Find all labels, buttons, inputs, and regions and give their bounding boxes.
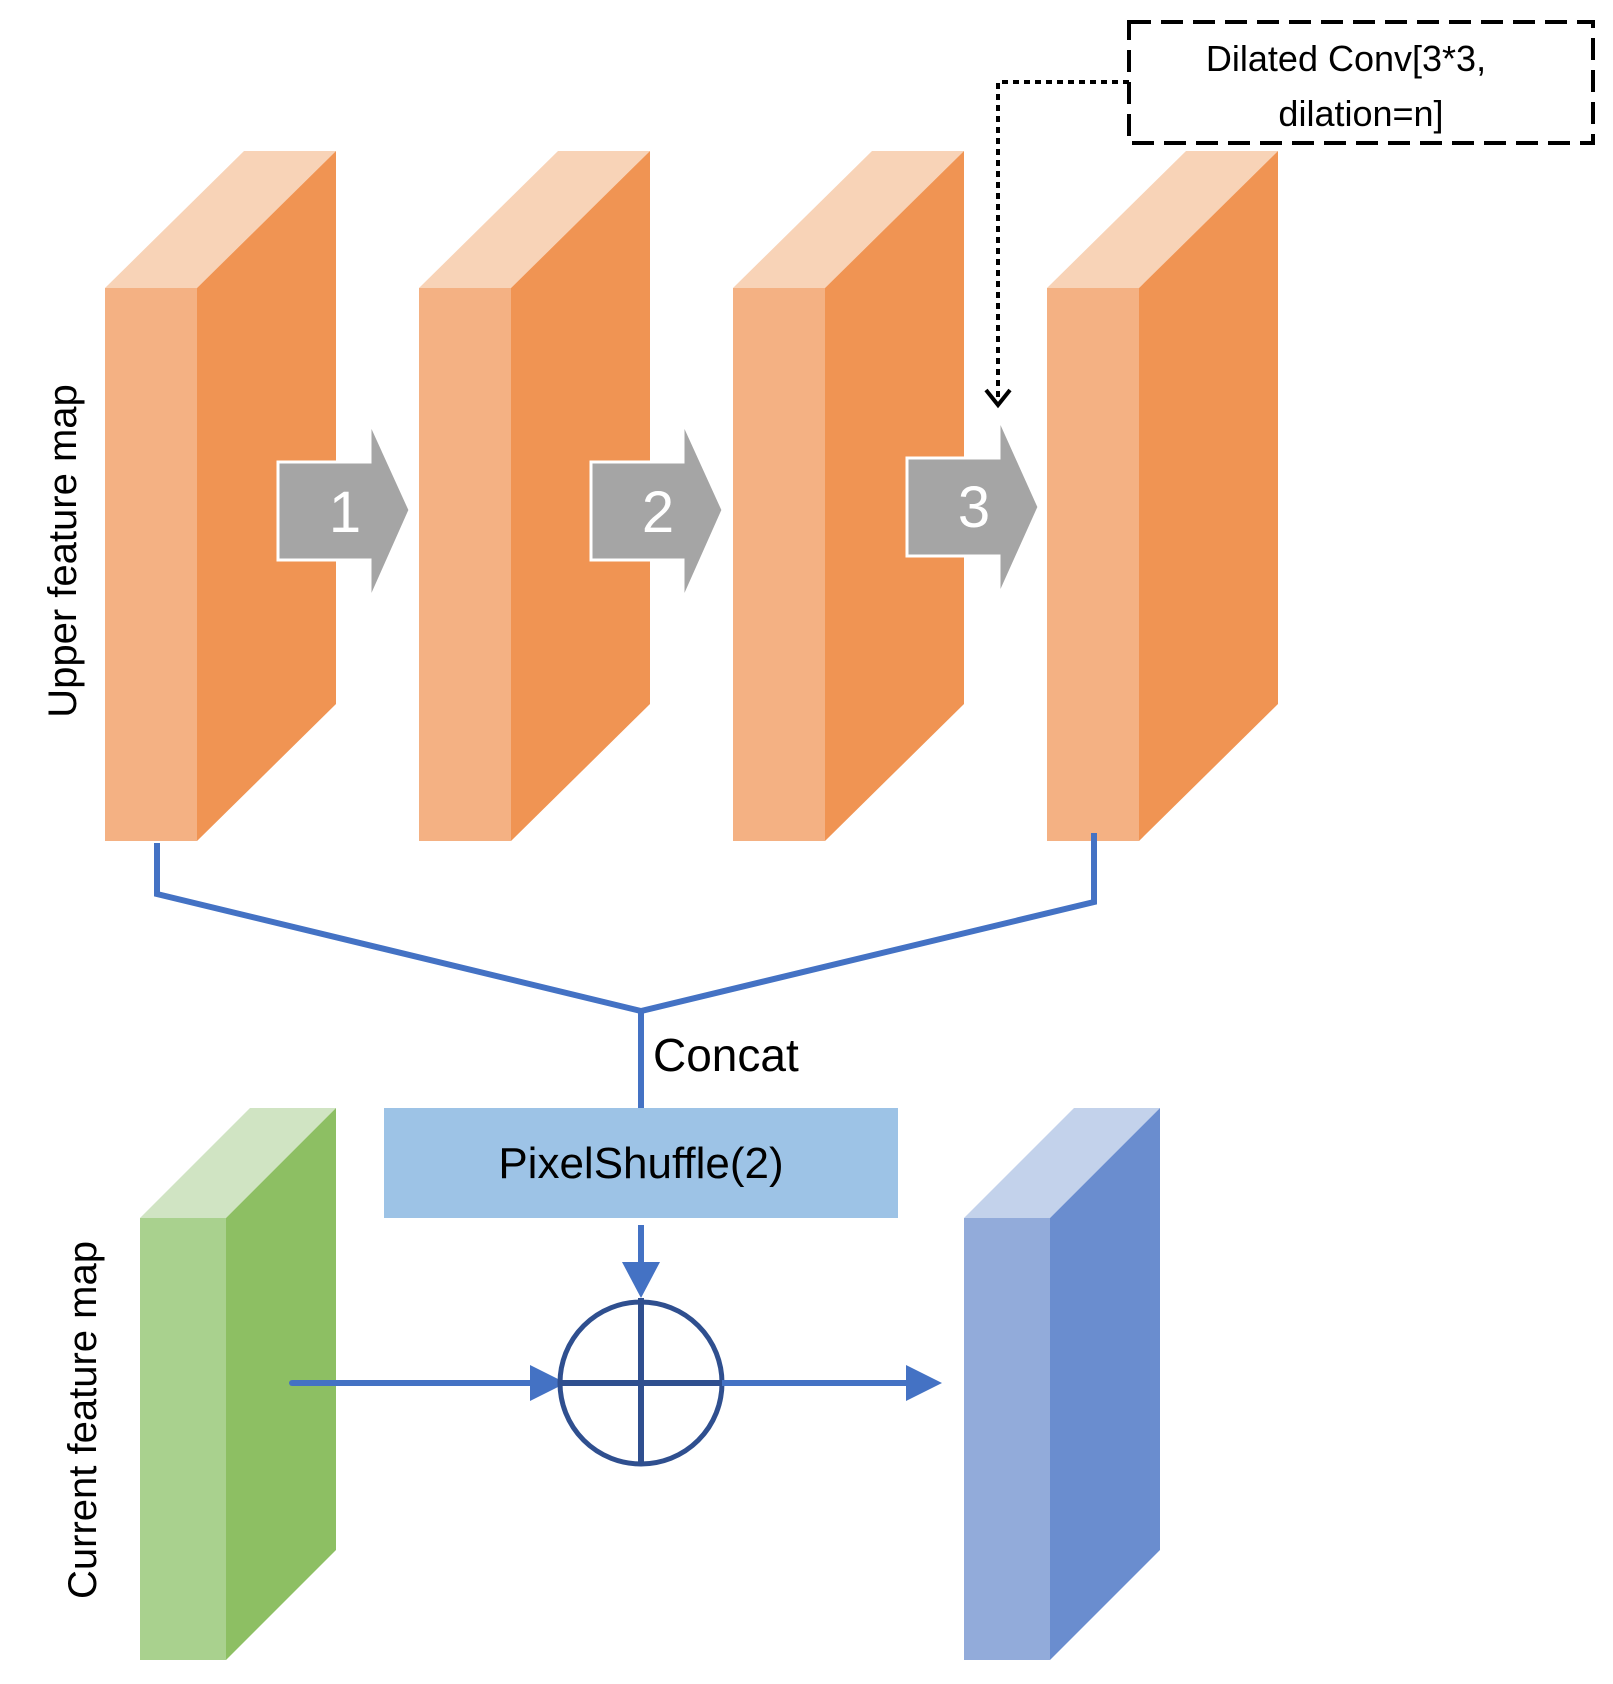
block-front-face [964,1218,1050,1660]
concat-connector [154,833,1097,1015]
upper-feature-block-3 [733,151,964,841]
block-front-face [419,288,511,841]
block-side-face [197,151,336,841]
upper-feature-block-4 [1047,151,1278,841]
pixelshuffle-to-adder-arrowhead [622,1262,660,1298]
dilated-conv-pointer-line [996,80,1129,400]
block-side-face [1050,1108,1160,1660]
upper-feature-block-2 [419,151,650,841]
block-top-face [140,1108,336,1218]
block-front-face [140,1218,226,1660]
current-feature-block [140,1108,336,1660]
step-number: 3 [958,475,990,540]
upper-feature-map-label: Upper feature map [41,384,85,718]
step-number: 1 [329,480,361,545]
block-top-face [964,1108,1160,1218]
block-side-face [511,151,650,841]
dilated-conv-label-line1: Dilated Conv[3*3, [1206,38,1486,79]
step-arrow-shape [589,421,725,601]
concat-label: Concat [653,1029,799,1081]
current-feature-map-label: Current feature map [61,1241,105,1599]
block-top-face [419,151,650,288]
dilated-conv-label-line2: dilation=n] [1278,93,1443,134]
block-front-face [733,288,825,841]
output-feature-block [964,1108,1160,1660]
pixelshuffle-box [384,1108,898,1218]
block-front-face [1047,288,1139,841]
block-side-face [226,1108,336,1660]
step-arrow-2: 2 [589,421,725,601]
step-arrow-1: 1 [276,421,412,601]
block-front-face [105,288,197,841]
elementwise-add-operator [557,1298,725,1467]
step-arrow-shape [276,421,412,601]
upper-feature-block-1 [105,151,336,841]
current-to-adder-arrowhead [530,1365,566,1401]
dilated-conv-pointer-head [984,388,1012,409]
step-number: 2 [642,480,674,545]
block-side-face [1139,151,1278,841]
block-side-face [825,151,964,841]
dilated-conv-box [1127,20,1595,145]
block-top-face [733,151,964,288]
adder-to-output-arrowhead [906,1365,942,1401]
step-arrow-shape [905,417,1041,597]
block-top-face [105,151,336,288]
block-top-face [1047,151,1278,288]
step-arrow-3: 3 [905,417,1041,597]
pixelshuffle-label: PixelShuffle(2) [498,1139,783,1188]
